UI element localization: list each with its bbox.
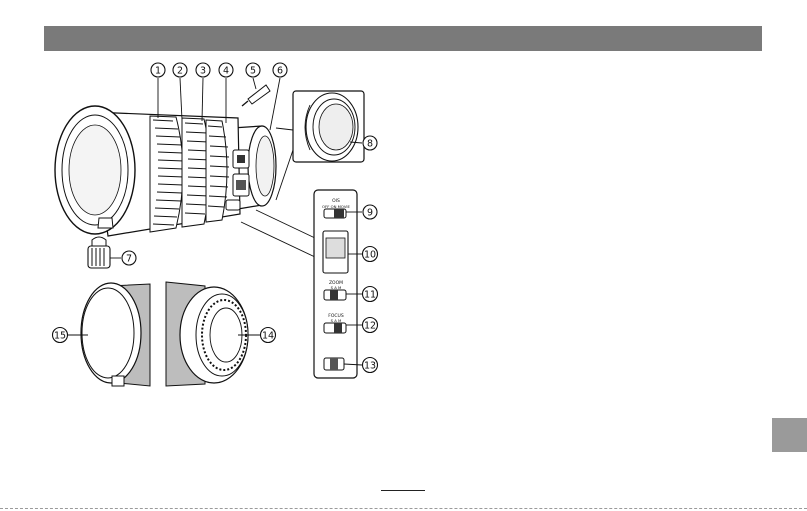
chapter-edge-tab	[772, 418, 807, 452]
svg-text:14: 14	[262, 331, 274, 342]
callout-2: 2	[173, 63, 187, 77]
callout-1: 1	[151, 63, 165, 77]
callout-10: 10	[363, 247, 378, 262]
callout-8: 8	[363, 136, 377, 150]
svg-text:10: 10	[364, 250, 376, 261]
svg-text:15: 15	[54, 331, 66, 342]
page-number-underline	[381, 490, 425, 491]
callout-13: 13	[363, 358, 378, 373]
callout-5: 5	[246, 63, 260, 77]
callout-4: 4	[219, 63, 233, 77]
svg-text:13: 13	[364, 361, 376, 372]
svg-text:3: 3	[200, 66, 206, 77]
callout-14: 14	[261, 328, 276, 343]
callout-11: 11	[363, 287, 378, 302]
callout-6: 6	[273, 63, 287, 77]
lens-drawing	[55, 106, 276, 236]
mount-inset	[276, 91, 364, 200]
svg-text:2: 2	[177, 66, 183, 77]
svg-text:4: 4	[223, 66, 229, 77]
svg-text:7: 7	[126, 254, 132, 265]
svg-text:11: 11	[364, 290, 376, 301]
switch-panel-inset: OIS OFF ON MOVIE ZOOM S A M FOCUS S A M	[241, 190, 357, 378]
zoom-modes: S A M	[331, 285, 342, 290]
tripod-knob-drawing	[88, 237, 110, 268]
bottom-dashed-rule	[0, 508, 807, 509]
svg-text:9: 9	[367, 208, 373, 219]
callout-15: 15	[53, 328, 68, 343]
svg-text:6: 6	[277, 66, 283, 77]
svg-text:1: 1	[155, 66, 161, 77]
focus-modes: S A M	[331, 318, 342, 323]
callout-7: 7	[122, 251, 136, 265]
callout-12: 12	[363, 318, 378, 333]
ois-modes: OFF ON MOVIE	[322, 204, 351, 209]
callout-9: 9	[363, 205, 377, 219]
svg-text:5: 5	[250, 66, 256, 77]
lens-caps-drawing	[81, 282, 248, 392]
callout-3: 3	[196, 63, 210, 77]
svg-text:12: 12	[364, 321, 376, 332]
svg-text:8: 8	[367, 139, 373, 150]
